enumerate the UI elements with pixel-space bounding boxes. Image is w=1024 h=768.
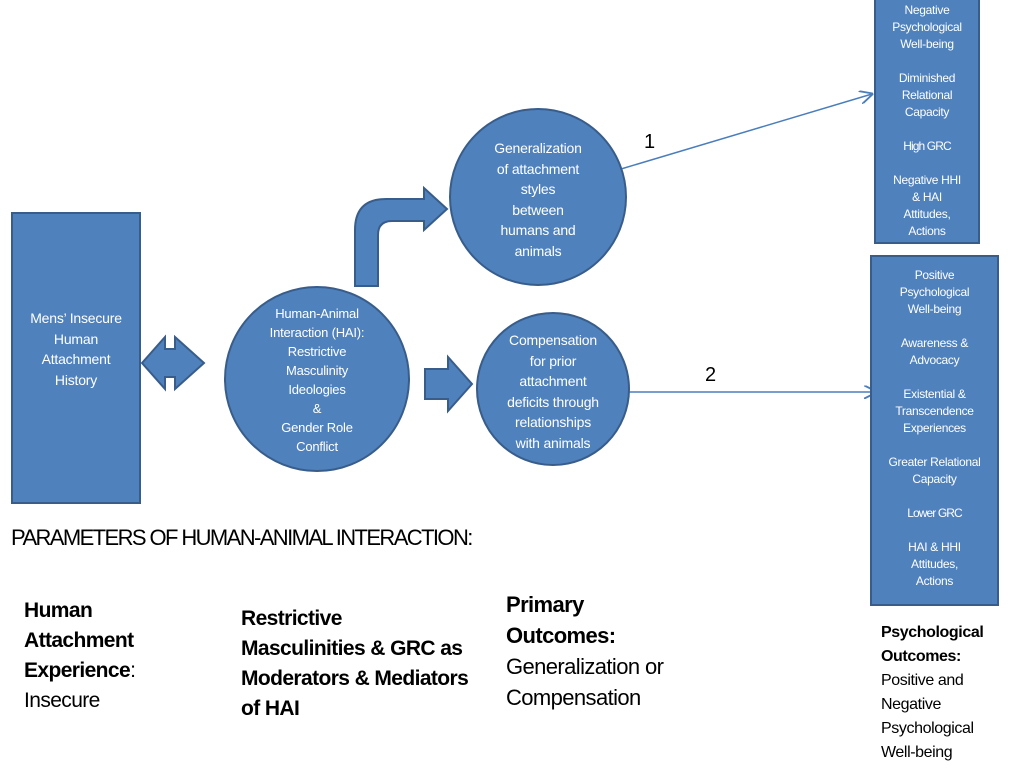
negative-outcome-item: Negative Psychological Well-being <box>892 3 962 51</box>
positive-outcome-item: HAI & HHI Attitudes, Actions <box>908 540 961 588</box>
parameter-psychological-value: Positive and Negative Psychological Well… <box>881 672 974 761</box>
compensation-circle-label: Compensation for prior attachment defici… <box>507 332 599 451</box>
parameter-primary-outcomes: Primary Outcomes: Generalization or Comp… <box>506 589 666 713</box>
parameters-title: PARAMETERS OF HUMAN-ANIMAL INTERACTION: <box>11 525 473 550</box>
positive-outcome-item: Positive Psychological Well-being <box>899 268 970 316</box>
negative-outcomes-list: Negative Psychological Well-being Dimini… <box>875 2 979 240</box>
bent-arrow <box>354 185 449 287</box>
parameter-primary-value: Generalization or Compensation <box>506 654 664 710</box>
generalization-circle-label: Generalization of attachment styles betw… <box>494 140 582 259</box>
path1-connector <box>620 94 872 170</box>
parameter-psychological-heading: Psychological Outcomes: <box>881 624 984 665</box>
parameter-primary-heading: Primary Outcomes: <box>506 592 616 648</box>
positive-outcomes-box <box>870 255 999 606</box>
positive-outcome-item: Lower GRC <box>907 506 962 520</box>
positive-outcome-item: Greater Relational Capacity <box>888 455 981 486</box>
negative-outcome-item: Negative HHI & HAI Attitudes, Actions <box>893 173 961 238</box>
hai-circle <box>224 286 410 472</box>
negative-outcomes-box <box>874 0 980 244</box>
path-2-label: 2 <box>705 364 717 386</box>
double-arrow <box>140 334 206 392</box>
positive-outcome-item: Existential & Transcendence Experiences <box>895 387 974 435</box>
generalization-circle <box>449 108 627 286</box>
parameter-attachment-heading: Human Attachment Experience <box>24 599 134 682</box>
hai-circle-label: Human-Animal Interaction (HAI): Restrict… <box>269 306 365 454</box>
attachment-history-label: Mens’ Insecure Human Attachment History <box>30 310 122 388</box>
parameter-attachment-value: Insecure <box>24 689 100 712</box>
compensation-circle <box>476 312 630 466</box>
right-arrow <box>424 354 474 414</box>
path-1-label: 1 <box>644 131 656 153</box>
positive-outcome-item: Awareness & Advocacy <box>900 336 969 367</box>
negative-outcome-item: High GRC <box>903 139 951 153</box>
attachment-history-box <box>11 212 141 504</box>
negative-outcome-item: Diminished Relational Capacity <box>898 71 956 119</box>
parameter-moderators-heading: Restrictive Masculinities & GRC as Moder… <box>241 607 469 720</box>
parameter-attachment-colon: : <box>130 659 136 682</box>
parameter-moderators: Restrictive Masculinities & GRC as Moder… <box>241 604 471 724</box>
parameter-psychological-outcomes: Psychological Outcomes: Positive and Neg… <box>881 621 984 765</box>
parameter-attachment-experience: Human Attachment Experience: Insecure <box>24 596 174 716</box>
positive-outcomes-list: Positive Psychological Well-being Awaren… <box>871 267 998 590</box>
